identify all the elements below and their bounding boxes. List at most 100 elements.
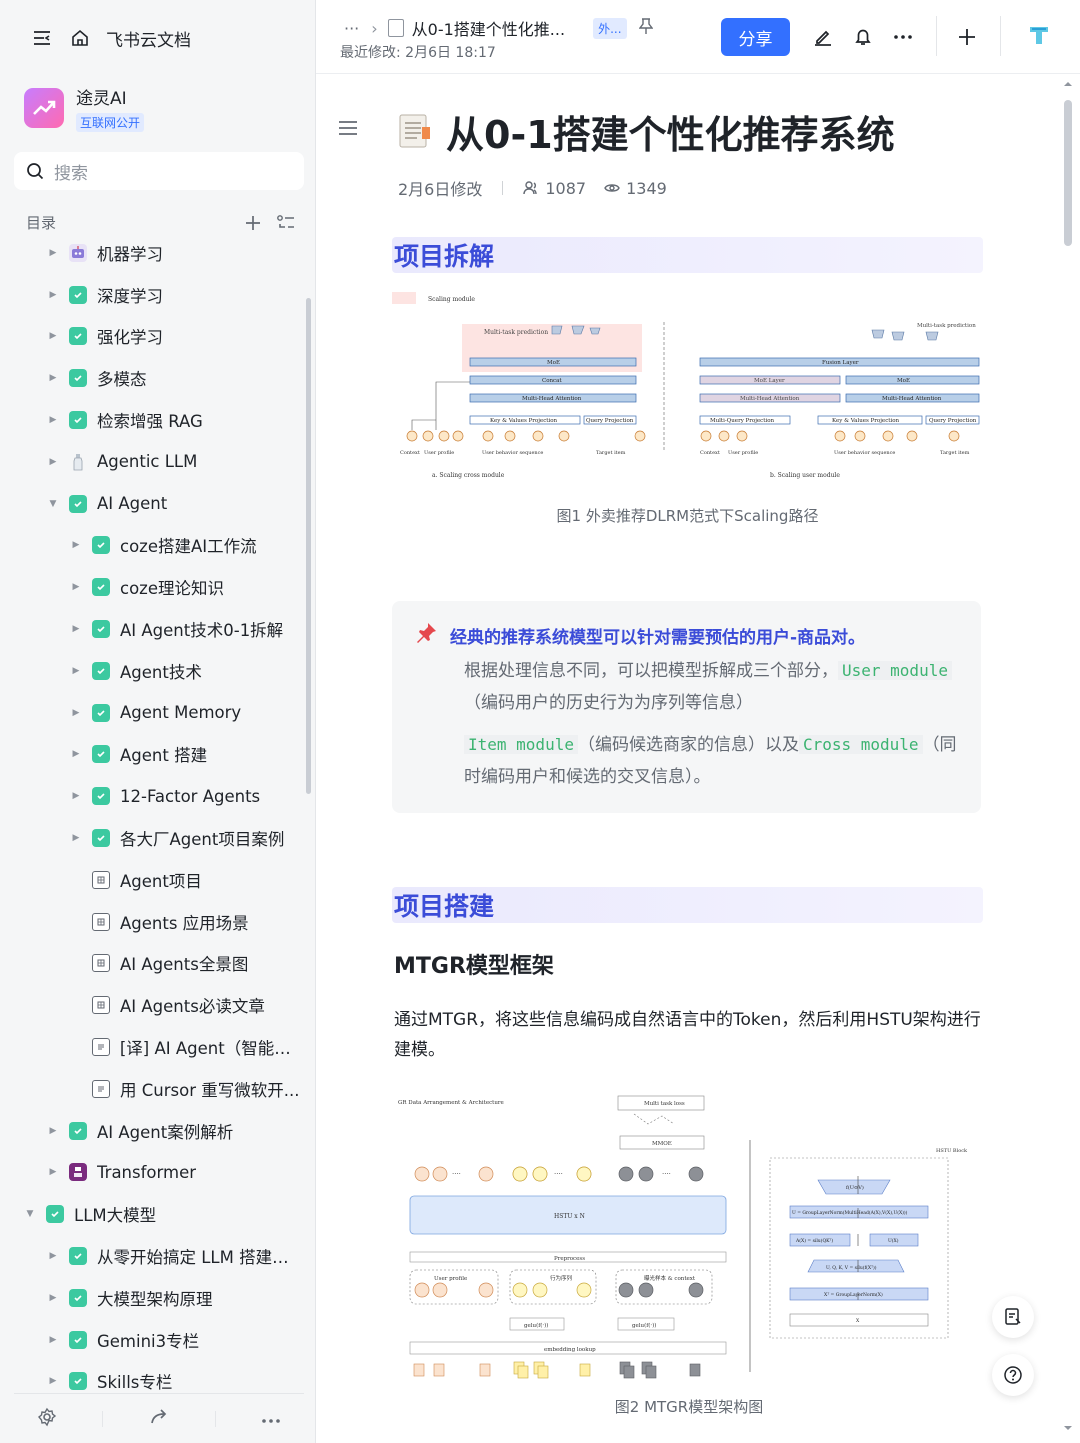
outline-list-icon[interactable] — [276, 214, 296, 232]
svg-text:Query Projection: Query Projection — [929, 418, 977, 424]
caret-down-icon[interactable]: ▼ — [49, 498, 57, 509]
green-doc-icon — [69, 1288, 87, 1307]
sidebar-item[interactable]: AI Agents必读文章 — [0, 984, 304, 1026]
caret-right-icon[interactable]: ▶ — [49, 456, 57, 467]
grid-doc-icon — [92, 996, 110, 1015]
save-icon — [69, 1163, 87, 1182]
caret-right-icon[interactable]: ▶ — [72, 707, 80, 718]
sidebar-item[interactable]: ▶从零开始搞定 LLM 搭建全... — [0, 1235, 304, 1277]
caret-right-icon[interactable]: ▶ — [49, 289, 57, 300]
sidebar-item[interactable]: ▶大模型架构原理 — [0, 1277, 304, 1319]
sidebar-item[interactable]: ▶12-Factor Agents — [0, 775, 304, 817]
green-doc-icon — [92, 536, 110, 555]
caret-right-icon[interactable]: ▶ — [49, 1292, 57, 1303]
sidebar-item[interactable]: [译] AI Agent（智能体... — [0, 1026, 304, 1068]
plus-icon[interactable] — [956, 26, 978, 48]
sidebar-item[interactable]: ▶多模态 — [0, 357, 304, 399]
sidebar-item[interactable]: ▶各大厂Agent项目案例 — [0, 817, 304, 859]
sidebar-item[interactable]: ▶Skills专栏 — [0, 1361, 304, 1403]
green-doc-icon — [69, 1372, 87, 1391]
svg-text:User profile: User profile — [424, 450, 454, 456]
sidebar-item[interactable]: ▶深度学习 — [0, 274, 304, 316]
more-icon[interactable] — [261, 1409, 281, 1428]
sidebar-item[interactable]: ▶AI Agent技术0-1拆解 — [0, 608, 304, 650]
home-icon[interactable] — [68, 26, 92, 50]
caret-right-icon[interactable]: ▶ — [72, 540, 80, 551]
sidebar-item[interactable]: ▶ Agent技术 — [0, 650, 304, 692]
settings-icon[interactable] — [37, 1407, 57, 1431]
sidebar-item[interactable]: 用 Cursor 重写微软开... — [0, 1068, 304, 1110]
more-options-icon[interactable] — [892, 26, 914, 48]
sidebar-item[interactable]: AI Agents全景图 — [0, 943, 304, 985]
home-label[interactable]: 飞书云文档 — [106, 30, 191, 51]
sidebar-item[interactable]: ▶Agent 搭建 — [0, 734, 304, 776]
collaborators-count[interactable]: 1087 — [523, 179, 586, 198]
caret-right-icon[interactable]: ▶ — [72, 665, 80, 676]
sidebar-item[interactable]: ▶AI Agent案例解析 — [0, 1110, 304, 1152]
caret-right-icon[interactable]: ▶ — [72, 833, 80, 844]
caret-right-icon[interactable]: ▶ — [72, 624, 80, 635]
caret-right-icon[interactable]: ▶ — [72, 582, 80, 593]
sidebar-item[interactable]: ▼AI Agent — [0, 483, 304, 525]
add-icon[interactable] — [244, 214, 262, 232]
sidebar-scrollbar[interactable] — [306, 298, 311, 794]
caret-right-icon[interactable]: ▶ — [49, 1334, 57, 1345]
breadcrumb: ··· › 从0-1搭建个性化推... 外... — [344, 16, 653, 40]
share-button[interactable]: 分享 — [721, 18, 790, 56]
share-out-icon[interactable] — [149, 1407, 169, 1431]
svg-text:Target item: Target item — [940, 450, 970, 456]
sidebar-item[interactable]: ▶ 检索增强 RAG — [0, 399, 304, 441]
caret-right-icon[interactable]: ▶ — [72, 791, 80, 802]
caret-right-icon[interactable]: ▶ — [49, 331, 57, 342]
caret-right-icon[interactable]: ▶ — [49, 247, 57, 258]
green-doc-icon — [69, 369, 87, 388]
views-count[interactable]: 1349 — [604, 179, 667, 198]
svg-text:U(X): U(X) — [888, 1237, 899, 1244]
caret-right-icon[interactable]: ▶ — [49, 1251, 57, 1262]
caret-right-icon[interactable]: ▶ — [49, 373, 57, 384]
sidebar-item[interactable]: ▼LLM大模型 — [0, 1193, 304, 1235]
doc-scrollbar[interactable] — [1062, 74, 1076, 1443]
edit-icon[interactable] — [812, 26, 834, 48]
svg-text:embedding lookup: embedding lookup — [544, 1347, 596, 1353]
figure-1-caption: 图1 外卖推荐DLRM范式下Scaling路径 — [556, 507, 819, 525]
comment-float-button[interactable] — [992, 1296, 1034, 1338]
sidebar-item[interactable]: ▶Gemini3专栏 — [0, 1319, 304, 1361]
sidebar-item-label: Agentic LLM — [97, 452, 198, 472]
heading-mtgr: MTGR模型框架 — [394, 954, 554, 979]
sidebar-item[interactable]: ▶Agent Memory — [0, 692, 304, 734]
doc-meta: 2月6日修改 1087 1349 — [398, 176, 685, 200]
heading-project-build: 项目搭建 — [392, 887, 983, 923]
pin-icon[interactable] — [638, 18, 653, 38]
bell-icon[interactable] — [852, 26, 874, 48]
sidebar-item[interactable]: ▶coze搭建AI工作流 — [0, 525, 304, 567]
collapse-sidebar-icon[interactable] — [30, 26, 54, 50]
caret-right-icon[interactable]: ▶ — [49, 415, 57, 426]
caret-right-icon[interactable]: ▶ — [72, 749, 80, 760]
sidebar-item[interactable]: ▶强化学习 — [0, 316, 304, 358]
caret-right-icon[interactable]: ▶ — [49, 1167, 57, 1178]
help-float-button[interactable] — [992, 1354, 1034, 1396]
sidebar-item[interactable]: ▶机器学习 — [0, 232, 304, 274]
figure-2-caption: 图2 MTGR模型架构图 — [614, 1398, 764, 1416]
sidebar-item[interactable]: Agent项目 — [0, 859, 304, 901]
svg-text:····: ···· — [662, 1170, 671, 1178]
caret-right-icon[interactable]: ▶ — [49, 1376, 57, 1387]
breadcrumb-title[interactable]: 从0-1搭建个性化推... — [411, 20, 566, 39]
breadcrumb-more-icon[interactable]: ··· — [344, 18, 360, 38]
outline-toggle-icon[interactable] — [338, 120, 358, 140]
caret-down-icon[interactable]: ▼ — [26, 1209, 34, 1220]
app-logo-icon[interactable] — [1026, 22, 1052, 48]
search-input[interactable]: 搜索 — [14, 152, 304, 190]
external-tag[interactable]: 外... — [593, 17, 627, 39]
sidebar-item[interactable]: Agents 应用场景 — [0, 901, 304, 943]
sidebar-item-label: 检索增强 RAG — [97, 412, 203, 432]
doc-scrollbar-thumb[interactable] — [1064, 100, 1072, 246]
caret-right-icon[interactable]: ▶ — [49, 1125, 57, 1136]
sidebar-item[interactable]: ▶Transformer — [0, 1152, 304, 1194]
sidebar-item-label: Agent技术 — [120, 662, 202, 682]
workspace-header[interactable]: 途灵AI 互联网公开 — [24, 84, 145, 132]
search-icon — [27, 163, 44, 180]
sidebar-item[interactable]: ▶coze理论知识 — [0, 566, 304, 608]
sidebar-item[interactable]: ▶ Agentic LLM — [0, 441, 304, 483]
